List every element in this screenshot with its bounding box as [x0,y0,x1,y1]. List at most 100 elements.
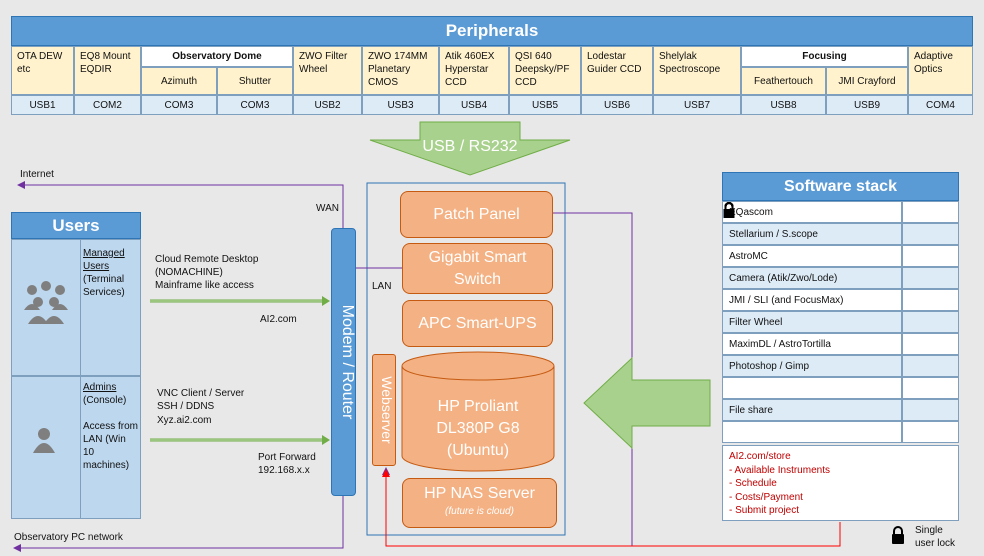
store-title: AI2.com/store [729,451,791,462]
device-zwo-174mm: ZWO 174MM Planetary CMOS [362,46,439,95]
device-ota-dew: OTA DEW etc [11,46,74,95]
observatory-network-label: Observatory PC network [14,532,123,543]
software-stack-title: Software stack [722,172,959,201]
ip-label: 192.168.x.x [258,465,310,476]
admins-console: (Console) [83,395,127,406]
device-zwo-filter-wheel: ZWO Filter Wheel [293,46,362,95]
port-com2: COM2 [74,95,141,115]
device-atik-460ex: Atik 460EX Hyperstar CCD [439,46,509,95]
webserver [372,354,396,466]
managed-users-desc: (Terminal Services) [83,274,125,298]
dome-group-title: Observatory Dome [141,46,293,67]
nas-name: HP NAS Server [424,485,535,502]
legend-lock-icon [892,526,904,544]
users-title: Users [11,212,141,239]
software-row-name: JMI / SLI (and FocusMax) [722,289,903,311]
vnc-label: VNC Client / Server [157,388,245,399]
port-usb6: USB6 [581,95,653,115]
lock-icon [723,202,735,218]
store-submit: - Submit project [729,505,800,516]
store-panel: AI2.com/store - Available Instruments - … [722,445,959,521]
patch-panel: Patch Panel [400,191,553,238]
port-azimuth: COM3 [141,95,217,115]
software-row-name: EQascom [722,201,903,223]
managed-users-title: Managed Users [83,248,125,272]
software-row [722,421,959,443]
port-usb5: USB5 [509,95,581,115]
lock-cell [902,355,959,377]
port-usb7: USB7 [653,95,741,115]
gigabit-switch: Gigabit Smart Switch [402,243,553,294]
single-lock-label-2: user lock [915,538,956,549]
single-lock-label-1: Single [915,525,943,536]
port-usb8: USB8 [741,95,826,115]
lock-cell [902,421,959,443]
software-row: Photoshop / Gimp [722,355,959,377]
ssh-label: SSH / DDNS [157,401,215,412]
store-schedule: - Schedule [729,478,777,489]
software-row-name: Camera (Atik/Zwo/Lode) [722,267,903,289]
lock-cell [902,377,959,399]
software-row [722,377,959,399]
port-usb1: USB1 [11,95,74,115]
modem-router-label: Modem / Router [339,304,356,420]
lock-cell [723,202,959,333]
port-com4: COM4 [908,95,973,115]
hp-nas-server: HP NAS Server (future is cloud) [402,478,557,528]
port-usb3: USB3 [362,95,439,115]
device-shelylak: Shelylak Spectroscope [653,46,741,95]
modem-router [331,228,356,496]
software-row-name: MaximDL / AstroTortilla [722,333,903,355]
proliant-model: DL380P G8 [436,420,520,437]
software-row: EQascom [722,201,959,223]
software-row: Camera (Atik/Zwo/Lode) [722,202,959,289]
nomachine-label: (NOMACHINE) [155,267,223,278]
software-row: File share [722,399,959,421]
wan-wire [17,181,344,228]
software-row-name: Photoshop / Gimp [722,355,903,377]
software-row: JMI / SLI (and FocusMax) [722,202,959,311]
xyz-label: Xyz.ai2.com [157,415,212,426]
software-row-name [722,377,903,399]
software-row: MaximDL / AstroTortilla [722,202,959,355]
lock-cell [723,202,959,267]
wan-label: WAN [316,203,339,214]
device-feathertouch: Feathertouch [741,67,826,95]
cloud-desktop-label: Cloud Remote Desktop [155,254,259,265]
lock-cell [723,201,959,223]
store-costs: - Costs/Payment [729,491,803,503]
software-row: AstroMC [722,202,959,267]
device-eq8-mount: EQ8 Mount EQDIR [74,46,141,95]
port-usb9: USB9 [826,95,908,115]
proliant-os: (Ubuntu) [446,442,510,459]
lan-wire [13,494,344,552]
admins-panel [11,376,141,519]
port-forward-label: Port Forward [258,452,316,463]
store-instruments: - Available Instruments [729,464,830,476]
software-row-name: Filter Wheel [722,311,903,333]
lock-cell [723,202,959,355]
hp-proliant: HP Proliant DL380P G8 (Ubuntu) [400,396,556,462]
proliant-name: HP Proliant [437,398,519,415]
apc-ups: APC Smart-UPS [402,300,553,347]
software-row-name: File share [722,399,903,421]
mainframe-label: Mainframe like access [155,280,254,291]
port-usb4: USB4 [439,95,509,115]
usb-rs232-label: USB / RS232 [422,138,518,155]
ai2-label: AI2.com [260,314,297,325]
software-left-arrow [583,356,711,450]
lock-cell [723,202,959,245]
software-row-name: AstroMC [722,245,903,267]
lock-cell [723,202,959,311]
software-row: Filter Wheel [722,202,959,333]
lock-cell [723,202,959,289]
lan-label: LAN [372,281,392,292]
admins-title: Admins [83,382,117,393]
device-lodestar: Lodestar Guider CCD [581,46,653,95]
port-usb2: USB2 [293,95,362,115]
server-rack-outline [366,182,566,536]
usb-down-arrow [369,121,571,176]
port-shutter: COM3 [217,95,293,115]
device-azimuth: Azimuth [141,67,217,95]
